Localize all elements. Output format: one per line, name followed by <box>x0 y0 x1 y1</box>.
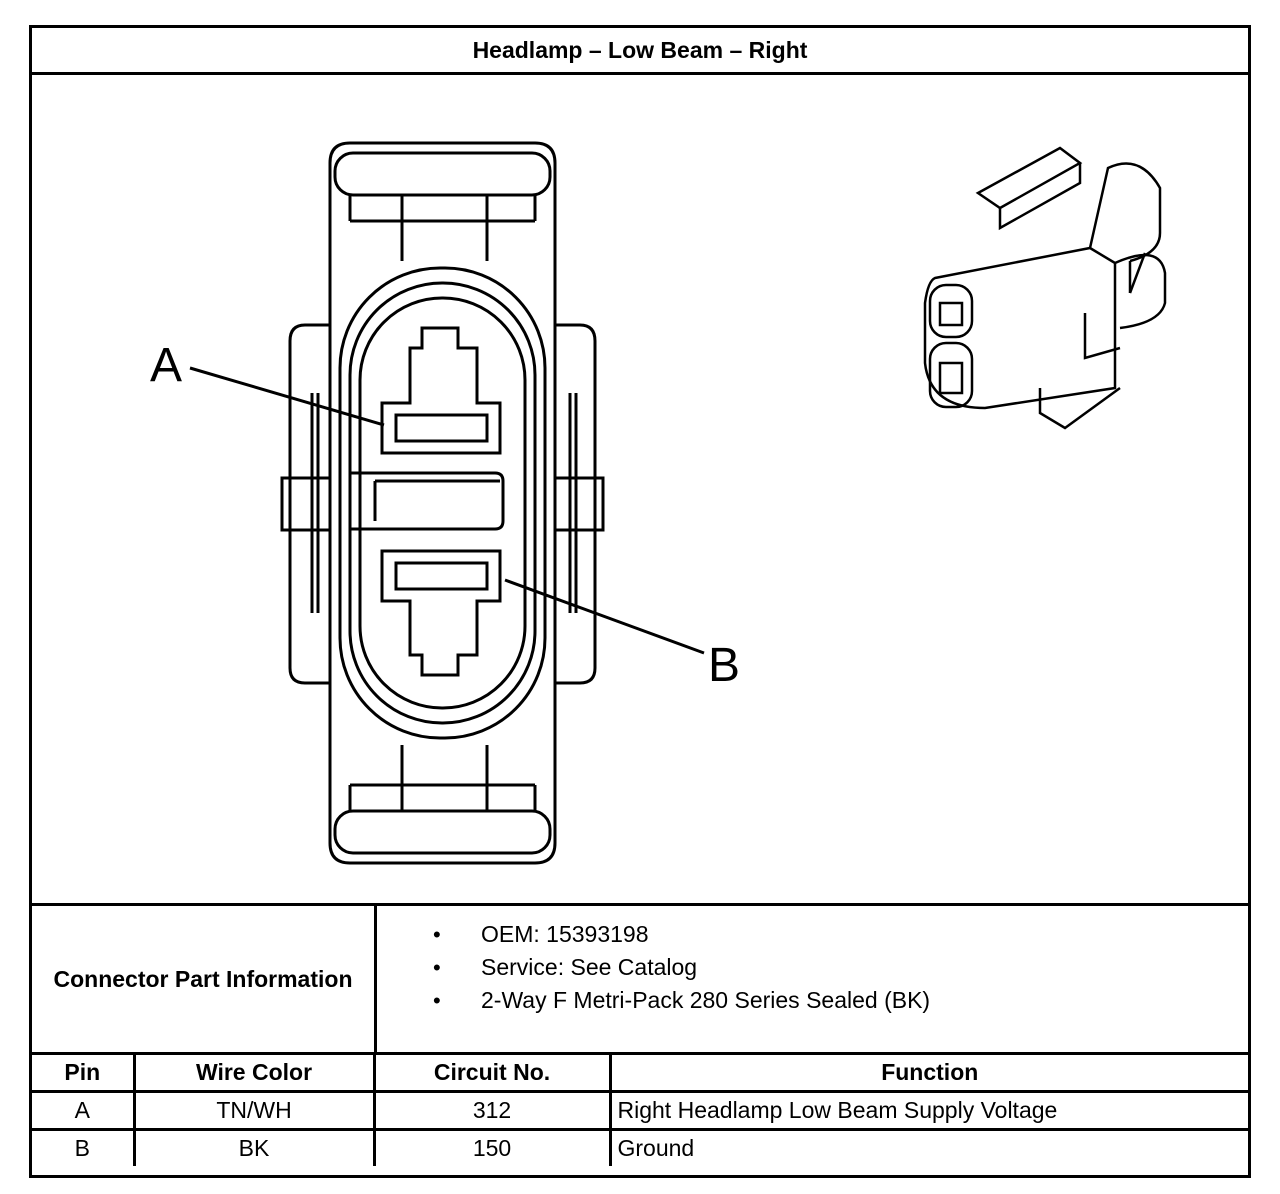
table-row: A TN/WH 312 Right Headlamp Low Beam Supp… <box>32 1090 1248 1131</box>
cell-circuit: 312 <box>372 1090 612 1131</box>
header-function: Function <box>608 1055 1248 1093</box>
connector-info-oem: OEM: 15393198 <box>377 918 930 951</box>
connector-iso-drawing <box>923 146 1167 430</box>
cell-function: Ground <box>608 1128 1248 1166</box>
cell-wire-color: BK <box>132 1128 376 1166</box>
pin-b-label: B <box>708 639 740 692</box>
pin-a-label: A <box>150 339 182 392</box>
header-pin: Pin <box>32 1055 136 1093</box>
cell-pin: B <box>32 1128 136 1166</box>
connector-diagram: A B <box>32 72 1248 903</box>
pin-table: Pin Wire Color Circuit No. Function A TN… <box>32 1055 1248 1166</box>
connector-info-description: 2-Way F Metri-Pack 280 Series Sealed (BK… <box>377 984 930 1017</box>
sheet-title: Headlamp – Low Beam – Right <box>32 28 1248 75</box>
cell-pin: A <box>32 1090 136 1131</box>
header-wire-color: Wire Color <box>132 1055 376 1093</box>
connector-info-list: OEM: 15393198 Service: See Catalog 2-Way… <box>377 918 930 1017</box>
connector-info-service: Service: See Catalog <box>377 951 930 984</box>
cell-circuit: 150 <box>372 1128 612 1166</box>
connector-sheet: Headlamp – Low Beam – Right <box>29 25 1251 1178</box>
header-circuit: Circuit No. <box>372 1055 612 1093</box>
connector-info-section: Connector Part Information OEM: 15393198… <box>32 903 1248 1055</box>
table-row: B BK 150 Ground <box>32 1128 1248 1166</box>
cell-function: Right Headlamp Low Beam Supply Voltage <box>608 1090 1248 1131</box>
connector-info-label: Connector Part Information <box>32 906 377 1052</box>
pin-table-header: Pin Wire Color Circuit No. Function <box>32 1055 1248 1093</box>
connector-face-drawing: A B <box>150 141 1167 865</box>
cell-wire-color: TN/WH <box>132 1090 376 1131</box>
